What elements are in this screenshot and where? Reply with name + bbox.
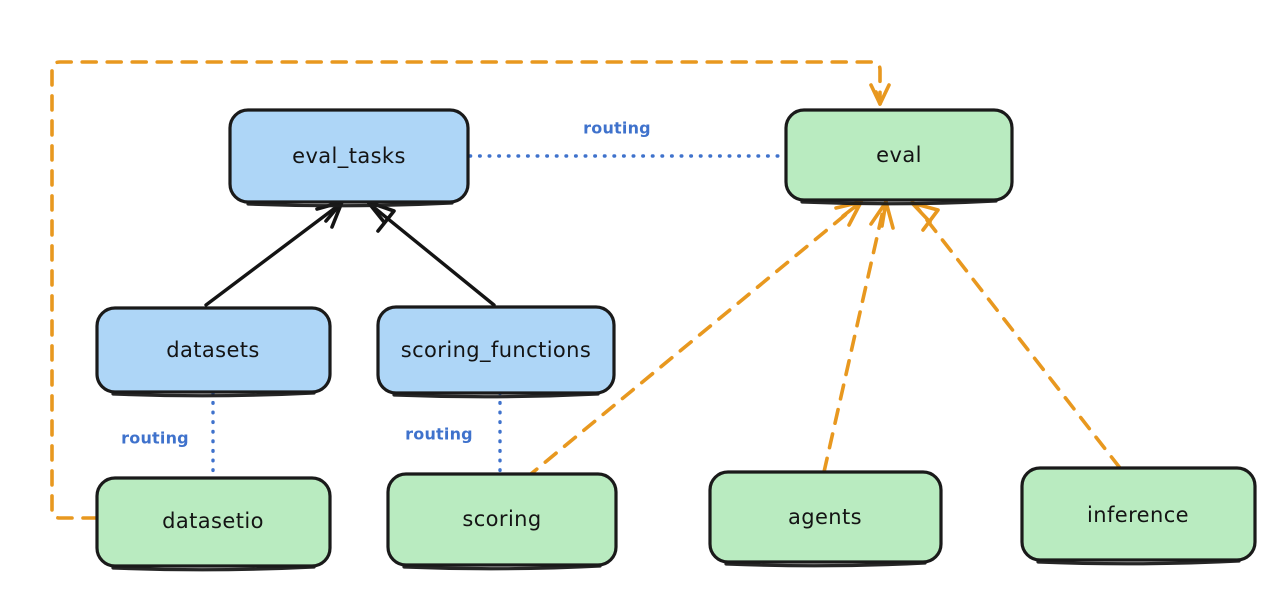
node-eval-box[interactable] bbox=[784, 108, 1014, 202]
edge-layer bbox=[50, 60, 1122, 520]
edge-scoring_functions-to-eval_tasks-path bbox=[369, 203, 496, 307]
node-scoring-functions[interactable]: scoring_functions bbox=[376, 305, 616, 399]
edge-label-routing-scoring-functions-scoring: routing bbox=[405, 425, 473, 444]
edge-label-routing-eval-tasks-eval: routing bbox=[583, 119, 651, 138]
edge-inference-to-eval bbox=[910, 201, 1122, 470]
node-scoring[interactable]: scoring bbox=[386, 472, 618, 571]
edge-label-layer: routing routing routing bbox=[121, 119, 651, 448]
node-agents-label: agents bbox=[788, 505, 862, 529]
node-eval-sketch-stroke bbox=[800, 199, 998, 206]
edge-datasets-to-eval_tasks-path bbox=[204, 203, 341, 307]
node-datasetio-sketch-stroke bbox=[111, 565, 316, 572]
node-datasets-label: datasets bbox=[166, 338, 260, 362]
node-scoring-functions-label: scoring_functions bbox=[401, 338, 591, 363]
edge-label-routing-datasets-datasetio: routing bbox=[121, 429, 189, 448]
node-scoring-sketch-stroke bbox=[402, 564, 602, 571]
node-eval-tasks-sketch-stroke bbox=[246, 201, 454, 208]
edge-inference-to-eval-arrowhead bbox=[910, 201, 940, 232]
node-eval-tasks-label: eval_tasks bbox=[292, 144, 406, 169]
node-agents-sketch-stroke bbox=[724, 561, 927, 568]
edge-inference-to-eval-path bbox=[914, 204, 1122, 470]
edge-datasetio-to-eval-arrowhead-inner bbox=[874, 90, 882, 106]
node-agents-box[interactable] bbox=[708, 470, 943, 564]
node-datasetio-box[interactable] bbox=[95, 476, 332, 568]
edge-inference-to-eval-arrowhead-inner bbox=[910, 201, 932, 224]
edge-datasets-to-eval_tasks bbox=[204, 200, 344, 307]
node-datasets[interactable]: datasets bbox=[95, 306, 332, 398]
node-inference[interactable]: inference bbox=[1020, 466, 1257, 566]
edge-agents-to-eval-arrowhead-inner bbox=[880, 200, 888, 228]
edge-datasetio-to-eval bbox=[50, 60, 891, 520]
node-inference-box[interactable] bbox=[1020, 466, 1257, 562]
edge-scoring_functions-to-eval_tasks bbox=[366, 200, 496, 307]
edge-scoring-to-eval-path bbox=[524, 204, 858, 480]
node-agents[interactable]: agents bbox=[708, 470, 943, 568]
node-datasetio[interactable]: datasetio bbox=[95, 476, 332, 572]
node-scoring-box[interactable] bbox=[386, 472, 618, 567]
node-eval-tasks[interactable]: eval_tasks bbox=[228, 108, 470, 208]
node-datasetio-label: datasetio bbox=[162, 509, 264, 533]
node-scoring-functions-sketch-stroke bbox=[392, 392, 600, 399]
edge-agents-to-eval-path bbox=[822, 204, 886, 474]
node-inference-label: inference bbox=[1087, 503, 1189, 527]
node-eval-tasks-box[interactable] bbox=[228, 108, 470, 204]
node-eval[interactable]: eval bbox=[784, 108, 1014, 206]
node-inference-sketch-stroke bbox=[1036, 559, 1241, 566]
node-datasets-box[interactable] bbox=[95, 306, 332, 394]
node-scoring-label: scoring bbox=[462, 507, 541, 531]
node-scoring-functions-box[interactable] bbox=[376, 305, 616, 395]
node-layer: eval_tasks eval datasets scoring_functio… bbox=[95, 108, 1257, 572]
edge-agents-to-eval bbox=[822, 200, 895, 474]
node-datasets-sketch-stroke bbox=[111, 391, 316, 398]
node-eval-label: eval bbox=[876, 143, 922, 167]
